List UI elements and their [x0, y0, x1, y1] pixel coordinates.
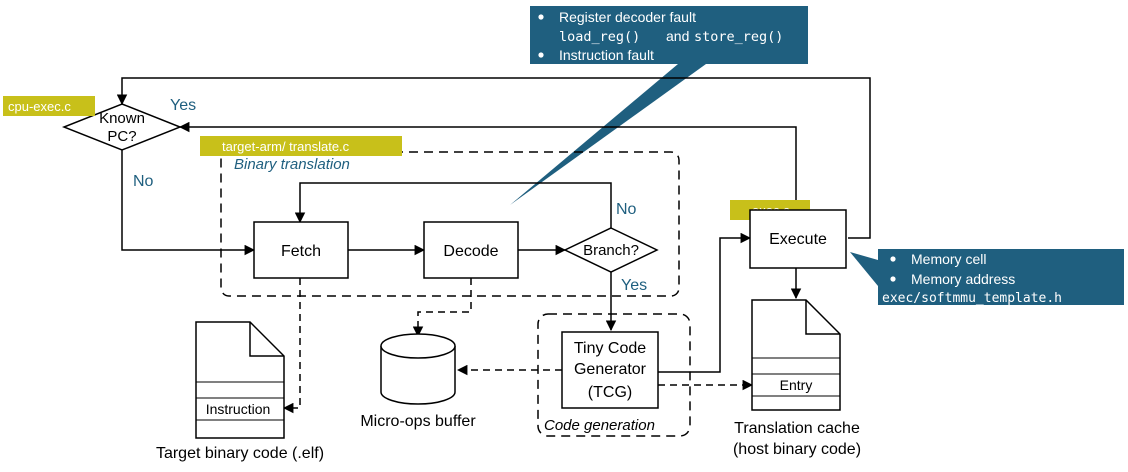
execute-label: Execute: [769, 231, 827, 248]
tcg-line2: Generator: [574, 361, 647, 378]
label-yes-branch: Yes: [621, 277, 647, 294]
target-binary-document: Instruction Target binary code (.elf): [156, 321, 324, 462]
micro-ops-label: Micro-ops buffer: [360, 413, 476, 430]
translation-cache-document: Entry Translation cache (host binary cod…: [733, 299, 861, 458]
tcg-block: Tiny Code Generator (TCG): [561, 331, 659, 409]
tag-translate-label: target-arm/ translate.c: [222, 139, 350, 154]
label-no-left: No: [133, 173, 154, 190]
branch-no-loop: [294, 182, 612, 228]
tcg-line1: Tiny Code: [574, 340, 646, 357]
tag-cpu-exec: cpu-exec.c: [3, 96, 95, 116]
decode-block: Decode: [423, 221, 519, 279]
decode-to-microops-dashed: [412, 278, 472, 338]
code-generation-region: [537, 313, 691, 437]
fetch-block: Fetch: [253, 221, 349, 279]
translation-cache-row: Entry: [780, 377, 813, 393]
target-binary-row: Instruction: [206, 401, 271, 417]
tcg-to-execute: [658, 232, 752, 373]
binary-translation-title: Binary translation: [234, 156, 350, 173]
fetch-label: Fetch: [281, 243, 321, 260]
callout-top-and: and: [666, 28, 689, 44]
callout-top-bullet2: Instruction fault: [559, 47, 654, 63]
tcg-line3: (TCG): [588, 384, 632, 401]
label-yes-top: Yes: [170, 97, 196, 114]
callout-right-bullet1: Memory cell: [911, 251, 986, 267]
callout-top-code2: store_reg(): [694, 29, 783, 45]
label-no-branch: No: [616, 201, 637, 218]
callout-top-bullet1: Register decoder fault: [559, 9, 696, 25]
callout-right-code: exec/softmmu_template.h: [882, 291, 1062, 306]
target-binary-caption: Target binary code (.elf): [156, 445, 324, 462]
fetch-to-target-dashed: [282, 278, 301, 414]
no-line-to-fetch: [121, 150, 256, 256]
code-generation-title: Code generation: [544, 417, 655, 434]
execute-block: Execute: [749, 209, 847, 269]
callout-memory-fault: Memory cell Memory address exec/softmmu_…: [850, 249, 1124, 306]
binary-translation-region: [220, 151, 680, 297]
branch-label: Branch?: [583, 242, 639, 259]
loop-line-inner: [178, 121, 797, 210]
tag-translate: target-arm/ translate.c: [200, 136, 402, 156]
micro-ops-buffer: Micro-ops buffer: [360, 333, 476, 430]
known-pc-line2: PC?: [107, 128, 136, 145]
branch-decision: Branch?: [563, 227, 659, 273]
translation-cache-caption1: Translation cache: [734, 420, 860, 437]
callout-register-fault: Register decoder fault load_reg() and st…: [510, 6, 808, 205]
known-pc-line1: Known: [99, 110, 145, 127]
loop-line-outer: [116, 77, 871, 239]
callout-right-bullet2: Memory address: [911, 271, 1015, 287]
decode-label: Decode: [443, 243, 498, 260]
translation-cache-caption2: (host binary code): [733, 441, 861, 458]
tag-cpu-exec-label: cpu-exec.c: [8, 99, 71, 114]
callout-top-code1: load_reg(): [559, 29, 640, 45]
